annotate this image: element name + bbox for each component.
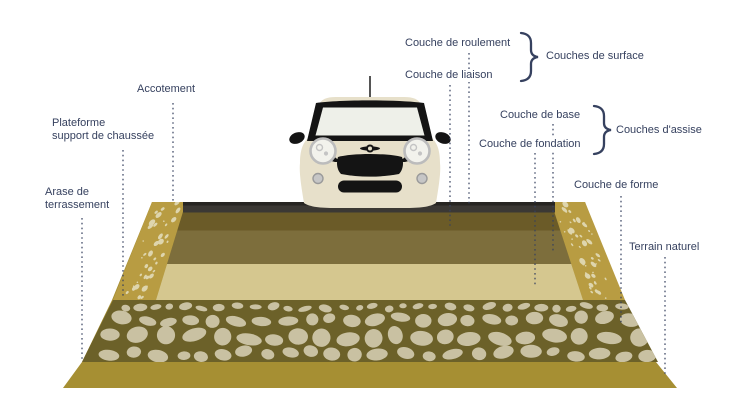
accotement-right-band <box>551 202 625 300</box>
label-plateforme-line2: support de chaussée <box>52 130 155 142</box>
car-headlight-left <box>309 137 337 165</box>
brace-couches-d-assise <box>592 104 612 156</box>
accotement-left-specks <box>125 202 181 300</box>
label-couches-de-surface: Couches de surface <box>545 50 645 63</box>
label-couche-de-forme: Couche de forme <box>573 179 660 192</box>
braces <box>519 31 612 156</box>
couche-de-base-layer <box>156 230 583 264</box>
couche-de-fondation-layer <box>156 264 583 300</box>
car-headlight-right <box>403 137 431 165</box>
car-lower-intake <box>338 180 402 193</box>
car-grille <box>337 154 403 177</box>
car <box>289 76 451 208</box>
label-couches-d-assise: Couches d'assise <box>615 124 703 137</box>
label-couche-de-liaison: Couche de liaison <box>404 69 494 82</box>
label-arase-line1: Arase de <box>45 186 90 198</box>
couche-de-liaison-layer <box>156 211 583 231</box>
pavement-core-layers <box>156 211 583 300</box>
car-foglight-left <box>312 172 324 185</box>
accotement-right-specks <box>559 202 607 299</box>
label-plateforme-line1: Plateforme <box>52 117 106 129</box>
label-accotement: Accotement <box>136 83 197 96</box>
label-couche-de-roulement: Couche de roulement <box>404 37 512 50</box>
label-plateforme: Plateforme support de chaussée <box>51 117 156 143</box>
car-emblem <box>360 144 380 153</box>
car-mirror-right <box>435 132 451 144</box>
car-windshield-glass <box>315 107 425 136</box>
label-arase: Arase de terrassement <box>44 186 111 212</box>
accotement-left-band <box>113 202 186 300</box>
forme-stones <box>98 301 657 362</box>
car-foglight-right <box>416 172 428 185</box>
brace-couches-de-surface <box>519 31 539 83</box>
label-couche-de-base: Couche de base <box>499 109 582 122</box>
label-terrain-naturel: Terrain naturel <box>628 241 701 254</box>
car-mirror-left <box>289 132 305 144</box>
label-couche-de-fondation: Couche de fondation <box>478 138 582 151</box>
label-arase-line2: terrassement <box>45 199 110 211</box>
